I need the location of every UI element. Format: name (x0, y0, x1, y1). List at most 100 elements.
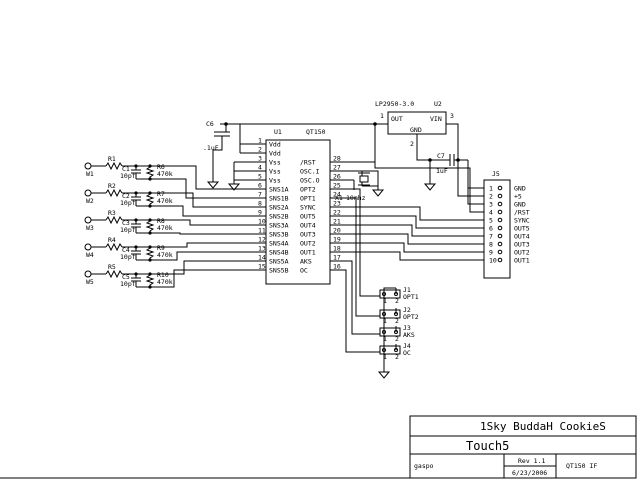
u1-pin-num: 4 (258, 164, 262, 172)
jumper-pin-num: 2 (395, 317, 399, 325)
resistor-series (105, 269, 123, 279)
resistor-bleed (145, 274, 155, 287)
capacitor-c6 (206, 123, 230, 189)
capacitor-ref: C4 (122, 246, 130, 254)
electrode-pad (84, 270, 92, 278)
resistor-value: 470k (157, 224, 173, 232)
svg-text:1: 1 (380, 112, 384, 120)
trace-sns-a (150, 165, 254, 190)
u2-part: LP2950-3.0 (375, 100, 414, 108)
u1-pin-num: 28 (333, 155, 341, 163)
u1-pin-name: Vss (269, 168, 281, 176)
trace-sns-a (150, 260, 254, 275)
u1-pin-num: 24 (333, 191, 341, 199)
u1-part: QT150 (306, 128, 326, 136)
capacitor-value: 10pf (120, 199, 136, 207)
c7-ref: C7 (437, 152, 445, 160)
title-name: Touch5 (466, 439, 509, 453)
capacitor-ref: C5 (122, 273, 130, 281)
title-rev: Rev 1.1 (518, 457, 545, 465)
u1-pin-name: SNS3B (269, 231, 289, 239)
u1-pin-name: SNS3A (269, 222, 289, 230)
j5-pin-name: SYNC (514, 217, 530, 225)
electrode-pad (84, 216, 92, 224)
u1-pin-name: OPT2 (300, 186, 316, 194)
trace-sns-b (150, 251, 254, 261)
capacitor-ref: C2 (122, 192, 130, 200)
j5-pin-name: OUT5 (514, 225, 530, 233)
j5-pin-num: 1 (489, 185, 493, 193)
resistor-ref: R2 (108, 182, 116, 190)
jumper-label: OPT1 (403, 293, 419, 301)
u1-pin-num: 18 (333, 245, 341, 253)
j5-pin-hole (497, 241, 503, 247)
u1-pin-name: OPT1 (300, 195, 316, 203)
title-author: gaspo (414, 462, 434, 470)
resistor-value: 470k (157, 278, 173, 286)
jumper-pin-num: 2 (395, 353, 399, 361)
resistor-series (105, 161, 123, 171)
jumper-ref: J4 (403, 342, 411, 350)
u1-pin-num: 13 (258, 245, 266, 253)
title-block (409, 415, 637, 479)
electrode-pad (84, 243, 92, 251)
jumper-pin-num: 2 (395, 335, 399, 343)
u1-pin-num: 22 (333, 209, 341, 217)
resistor-ref: R3 (108, 209, 116, 217)
u1-pin-name: Vdd (269, 141, 281, 149)
u1-pin-name: OC (300, 267, 308, 275)
jumper-pin (382, 312, 386, 316)
electrode-label: W3 (86, 224, 94, 232)
electrode-label: W5 (86, 278, 94, 286)
resistor-ref: R5 (108, 263, 116, 271)
j5-pin-hole (497, 257, 503, 263)
jumper-body (379, 289, 401, 299)
resistor-bleed (145, 193, 155, 206)
j5-pin-hole (497, 217, 503, 223)
j5-pin-num: 10 (489, 257, 497, 265)
trace-sns-a (150, 192, 254, 208)
j5-pin-name: OUT3 (514, 241, 530, 249)
u1-pin-num: 19 (333, 236, 341, 244)
j5-pin-num: 5 (489, 217, 493, 225)
resistor-value: 470k (157, 170, 173, 178)
trace-sns-a (150, 242, 254, 248)
c7-value: 1uF (436, 167, 448, 175)
jumper-pin (382, 330, 386, 334)
ic-u1 (265, 139, 331, 285)
u1-pin-num: 14 (258, 254, 266, 262)
capacitor-ref: C1 (122, 165, 130, 173)
jumper-pin (382, 348, 386, 352)
u1-pin-name: OUT2 (300, 240, 316, 248)
j5-pin-hole (497, 185, 503, 191)
jumper-label: AKS (403, 331, 415, 339)
j5-ref: J5 (492, 170, 500, 178)
u1-pin-name: Vss (269, 159, 281, 167)
j5-pin-num: 6 (489, 225, 493, 233)
resistor-value: 470k (157, 251, 173, 259)
u1-pin-name: OSC.I (300, 168, 320, 176)
resistor-bleed (145, 247, 155, 260)
u1-pin-num: 5 (258, 173, 262, 181)
u1-pin-num: 7 (258, 191, 262, 199)
u1-pin-name: Vss (269, 177, 281, 185)
u2-pin-out: OUT (391, 115, 403, 123)
j5-pin-hole (497, 249, 503, 255)
resistor-ref: R7 (157, 190, 165, 198)
jumper-ref: J2 (403, 306, 411, 314)
u1-pin-num: 15 (258, 263, 266, 271)
resistor-ref: R1 (108, 155, 116, 163)
resistor-series (105, 215, 123, 225)
u1-pin-name: Vdd (269, 150, 281, 158)
capacitor-ref: C3 (122, 219, 130, 227)
j5-pin-hole (497, 209, 503, 215)
resistor-series (105, 242, 123, 252)
u1-pin-name: SNS2B (269, 213, 289, 221)
u2-pin-vin: VIN (430, 115, 442, 123)
jumper-pin (382, 292, 386, 296)
capacitor-value: 10pf (120, 280, 136, 288)
jumper-label: OPT2 (403, 313, 419, 321)
u1-pin-name: AKS (300, 258, 312, 266)
trace-sns-b (150, 232, 254, 235)
